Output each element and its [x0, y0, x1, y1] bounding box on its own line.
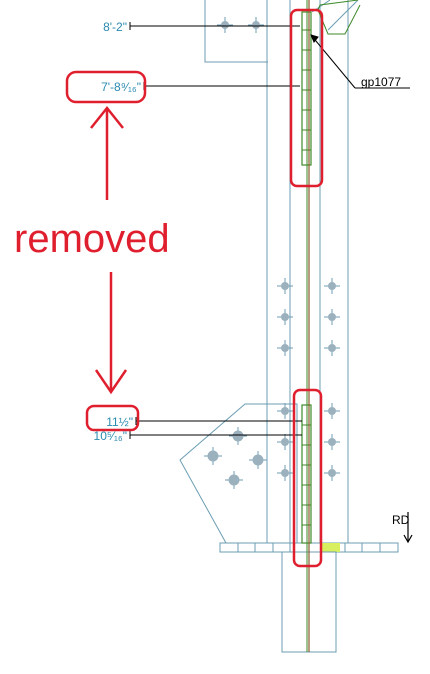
bolt [324, 340, 340, 356]
top-plate [204, 0, 268, 63]
bolt [324, 465, 340, 481]
bolt [324, 434, 340, 450]
top-brace [311, 0, 359, 31]
dimension-lines [130, 25, 302, 436]
bolt [324, 278, 340, 294]
bolt [277, 403, 293, 419]
part-tag-leader [310, 34, 410, 89]
bolt [225, 471, 243, 489]
highlight-box-dim-3 [85, 404, 140, 432]
bolt [217, 17, 233, 33]
bolt [277, 309, 293, 325]
red-markup [65, 8, 324, 568]
bolt [248, 17, 264, 33]
bolt [277, 340, 293, 356]
bolt [249, 451, 267, 469]
bolt [324, 403, 340, 419]
elevation-tag-label: RD [392, 513, 410, 527]
bolt [277, 465, 293, 481]
part-tag-label: gp1077 [361, 75, 401, 89]
highlight-box-web-top [289, 8, 324, 188]
highlight-box-dim-2 [65, 70, 147, 104]
bolt [277, 278, 293, 294]
dimension-label-4: 10⁵⁄₁₆" [94, 429, 127, 443]
bolt-group [204, 17, 340, 489]
elevation-arrow [403, 512, 413, 544]
dimension-label-1: 8'-2" [103, 20, 127, 34]
annotation-removed: removed [14, 217, 170, 261]
dimension-label-3: 11½" [106, 415, 133, 429]
dimension-label-2: 7'-8⁹⁄₁₆" [101, 80, 141, 94]
bolt [229, 427, 247, 445]
highlight-marker [322, 543, 340, 552]
bolt [277, 434, 293, 450]
bolt [324, 309, 340, 325]
bolt [204, 447, 222, 465]
highlight-box-web-bottom [292, 388, 323, 568]
